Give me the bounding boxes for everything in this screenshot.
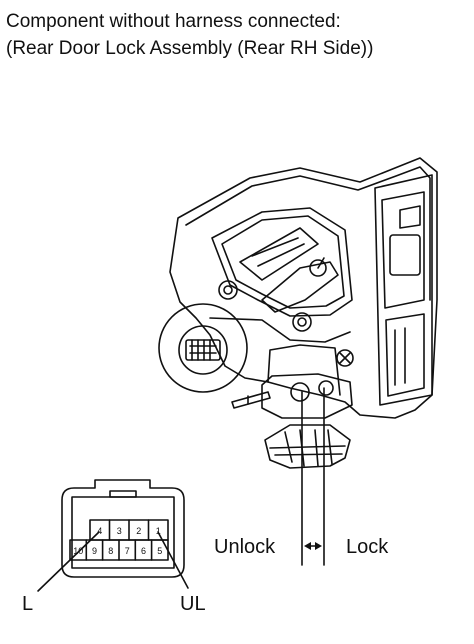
pin-7: 7: [125, 546, 130, 556]
pin-8: 8: [108, 546, 113, 556]
diagram-title: Component without harness connected:: [6, 11, 341, 32]
leader-line-ul: [157, 531, 189, 589]
pin-10: 10: [73, 546, 83, 556]
pin-3: 3: [117, 526, 122, 536]
terminal-l-label: L: [22, 593, 33, 615]
pin-6: 6: [141, 546, 146, 556]
lock-label: Lock: [346, 536, 389, 558]
connector-pin-labels: 4 3 2 1 10 9 8 7 6 5: [73, 526, 162, 556]
diagram-subtitle: (Rear Door Lock Assembly (Rear RH Side)): [6, 38, 374, 59]
pin-9: 9: [92, 546, 97, 556]
lock-rod-travel: [301, 387, 325, 566]
connector-face: [61, 479, 185, 578]
pin-5: 5: [157, 546, 162, 556]
pin-4: 4: [97, 526, 102, 536]
door-lock-assembly: [158, 157, 438, 469]
leader-line-l: [37, 531, 100, 592]
terminal-ul-label: UL: [180, 593, 206, 615]
unlock-label: Unlock: [214, 536, 276, 558]
pin-1: 1: [156, 526, 161, 536]
pin-2: 2: [136, 526, 141, 536]
title-block: Component without harness connected: (Re…: [6, 8, 470, 62]
